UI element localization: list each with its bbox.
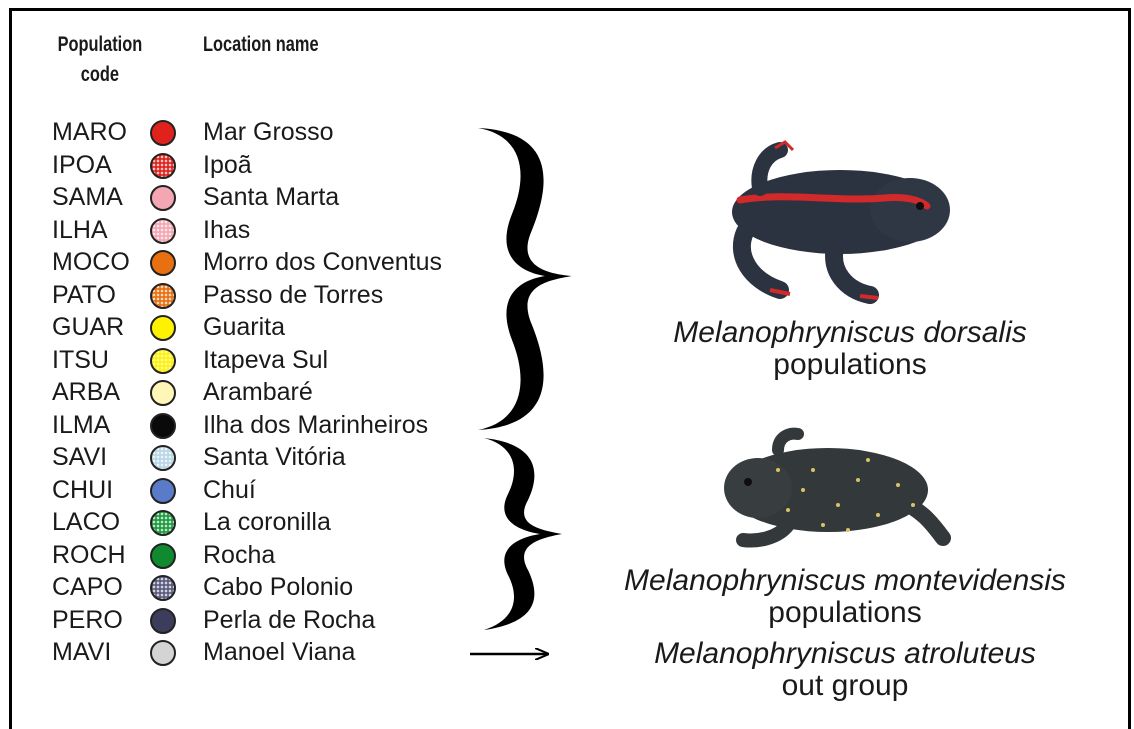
montevidensis-label: Melanophryniscus montevidensispopulation… bbox=[560, 565, 1130, 629]
atroluteus-label: Melanophryniscus atroluteusout group bbox=[560, 638, 1130, 702]
dorsalis-brace bbox=[478, 128, 572, 430]
dorsalis-label: Melanophryniscus dorsalispopulations bbox=[590, 317, 1110, 381]
montevidensis-photo bbox=[718, 430, 958, 550]
montevidensis-brace bbox=[484, 438, 562, 630]
dorsalis-photo bbox=[705, 140, 965, 305]
